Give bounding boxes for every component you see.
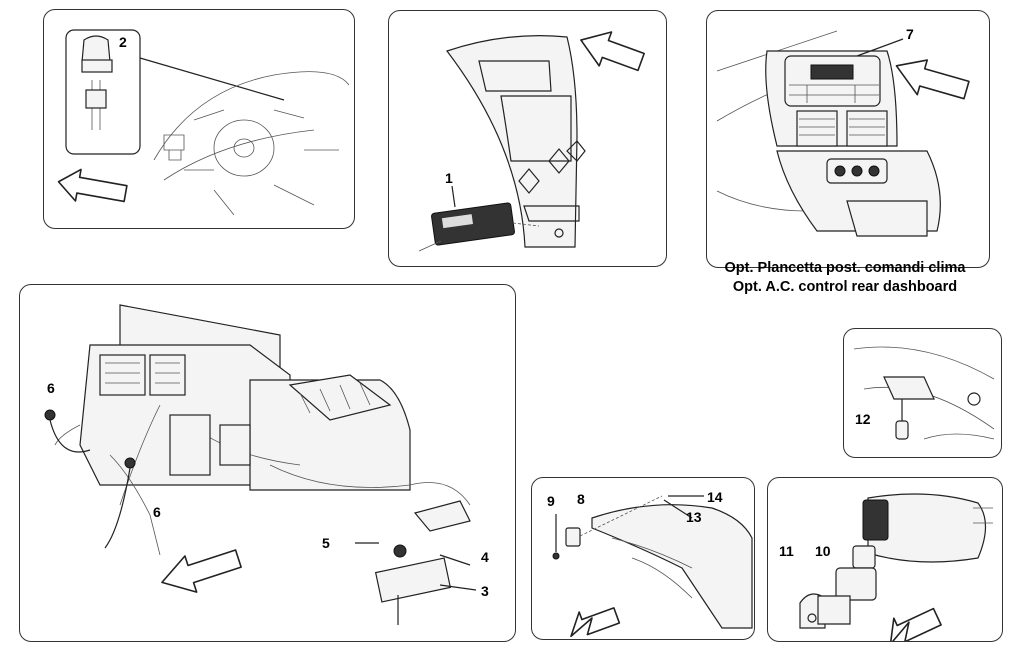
part-number-5: 5 bbox=[322, 535, 330, 551]
part-number-13: 13 bbox=[686, 509, 702, 525]
part-number-6-upper: 6 bbox=[47, 380, 55, 396]
sensor-bracket-drawing bbox=[552, 495, 753, 638]
panel-sensor-bracket: 9 8 14 13 bbox=[531, 477, 755, 640]
part-number-7: 7 bbox=[906, 26, 914, 42]
roof-sensor-drawing bbox=[853, 346, 995, 440]
panel-roof-sensor: 12 bbox=[843, 328, 1002, 458]
part-number-6-lower: 6 bbox=[153, 504, 161, 520]
console-trim-drawing bbox=[418, 31, 645, 252]
part-number-12: 12 bbox=[855, 411, 871, 427]
caption-line-2: Opt. A.C. control rear dashboard bbox=[732, 279, 958, 295]
mirror-sensor-drawing bbox=[799, 493, 993, 641]
part-number-1: 1 bbox=[445, 170, 453, 186]
panel-center-console: 1 bbox=[388, 10, 667, 267]
part-number-4: 4 bbox=[481, 549, 489, 565]
part-number-2: 2 bbox=[119, 34, 127, 50]
dashboard-drawing bbox=[57, 29, 350, 216]
panel-dashboard-overview: 2 bbox=[43, 9, 355, 229]
part-number-11: 11 bbox=[779, 543, 794, 559]
part-number-9: 9 bbox=[547, 493, 555, 509]
panel-ac-unit-assembly: 6 6 5 4 3 bbox=[19, 284, 516, 642]
caption-line-1: Opt. Plancetta post. comandi clima bbox=[724, 260, 966, 276]
panel-mirror-sensor: 11 10 bbox=[767, 477, 1003, 642]
part-number-14: 14 bbox=[707, 489, 723, 505]
ac-unit-drawing bbox=[44, 304, 477, 625]
part-number-10: 10 bbox=[815, 543, 831, 559]
part-number-3: 3 bbox=[481, 583, 489, 599]
rear-dashboard-drawing bbox=[716, 30, 970, 237]
part-number-8: 8 bbox=[577, 491, 585, 507]
panel-rear-ac-control: 7 bbox=[706, 10, 990, 268]
